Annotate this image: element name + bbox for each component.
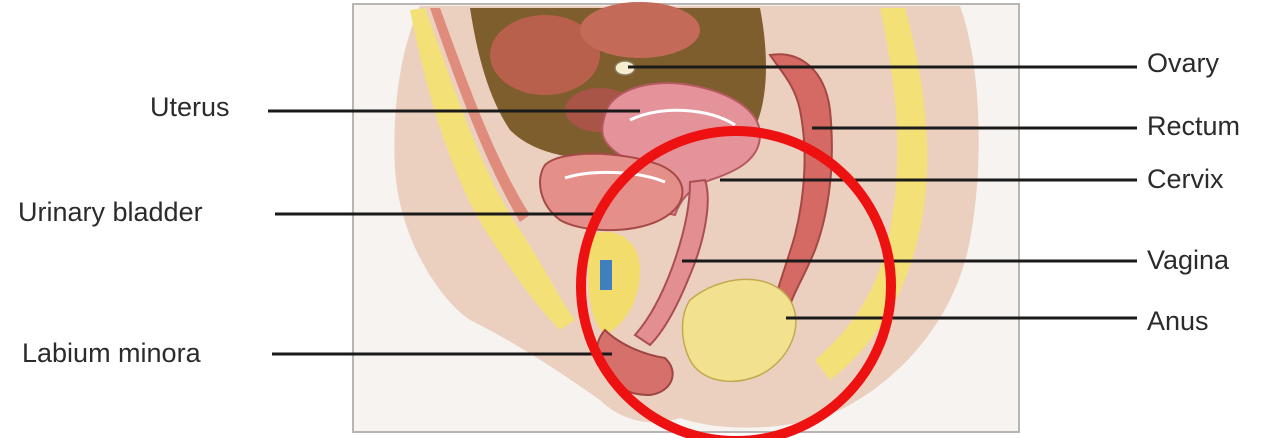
label-rectum: Rectum	[1147, 113, 1240, 140]
label-urinary-bladder: Urinary bladder	[18, 199, 203, 226]
intestine-loop	[580, 2, 700, 58]
label-vagina: Vagina	[1147, 247, 1229, 274]
label-cervix: Cervix	[1147, 166, 1224, 193]
label-uterus: Uterus	[150, 94, 230, 121]
pubic-symphysis	[600, 260, 612, 290]
label-anus: Anus	[1147, 308, 1209, 335]
label-labium-minora: Labium minora	[22, 340, 201, 367]
label-ovary: Ovary	[1147, 50, 1219, 77]
